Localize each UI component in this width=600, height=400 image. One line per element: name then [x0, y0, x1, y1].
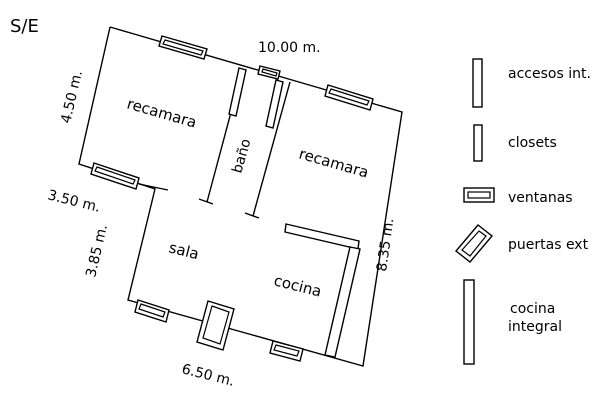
legend-label-windows: ventanas [508, 190, 573, 206]
legend-label-kitchen-line1: cocina [510, 301, 555, 317]
bathroom-left-wall-end [198, 198, 214, 205]
room-label-bedroom-right: recamara [297, 145, 371, 182]
legend-swatch-kitchen [463, 279, 475, 365]
window-top-center [257, 65, 281, 80]
interior-access-left [228, 67, 247, 117]
legend-label-exterior-doors: puertas ext [508, 237, 589, 253]
bathroom-right-wall-end [244, 212, 260, 219]
dimension-top: 10.00 m. [258, 40, 321, 56]
kitchen-counter [284, 223, 361, 358]
dimension-bottom: 6.50 m. [180, 361, 236, 390]
window-left [90, 162, 140, 190]
legend-swatch-exterior-doors [454, 224, 494, 263]
window-top-right [324, 84, 374, 111]
interior-access-right [265, 79, 284, 129]
legend-swatch-closets [473, 124, 483, 162]
bedroom-living-divider [138, 183, 169, 191]
room-label-living: sala [167, 238, 201, 263]
scale-label: S/E [10, 16, 39, 37]
exterior-door [196, 300, 235, 351]
window-bottom-left [134, 299, 170, 323]
dimension-left-lower: 3.85 m. [83, 223, 111, 279]
dimension-left-upper: 4.50 m. [58, 69, 86, 125]
legend-swatch-interior-access [472, 58, 483, 108]
legend-label-closets: closets [508, 135, 557, 151]
room-label-bedroom-left: recamara [125, 95, 199, 132]
window-bottom-right [269, 340, 304, 362]
legend-label-kitchen-line2: integral [508, 319, 562, 335]
legend-label-interior-access: accesos int. [508, 66, 591, 82]
dimension-right: 8.35 m. [374, 217, 397, 272]
window-top-left [158, 35, 208, 60]
legend-swatch-windows [463, 187, 495, 203]
room-label-bathroom: baño [229, 137, 254, 175]
dimension-step: 3.50 m. [46, 187, 102, 216]
room-label-kitchen: cocina [272, 271, 323, 300]
bathroom-right-wall [252, 81, 291, 217]
outer-walls [78, 26, 403, 367]
legend: accesos int. closets ventanas puertas ex… [454, 58, 591, 365]
